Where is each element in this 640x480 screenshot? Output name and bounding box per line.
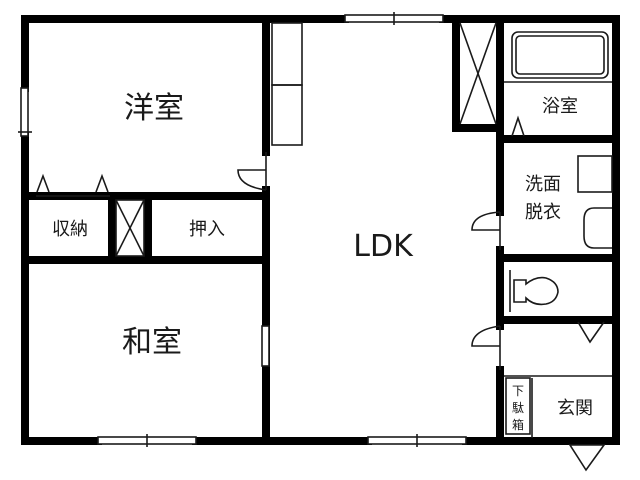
label-entrance: 玄関: [557, 398, 593, 419]
japanese-room-sliding-door: [261, 325, 270, 367]
bathroom-door-marker: [511, 115, 525, 137]
shoe-box: [505, 377, 531, 435]
storage-x-box: [115, 199, 145, 257]
washbasin-counter: [577, 155, 613, 193]
label-washroom-line1: 洗面: [525, 174, 561, 195]
label-western-room: 洋室: [124, 91, 184, 126]
kitchen-cabinet-lower: [271, 84, 303, 146]
bathtub: [511, 31, 609, 79]
label-closet: 押入: [189, 219, 225, 240]
room-labels: 洋室 収納 押入 和室 LDK 浴室 洗面 脱衣 玄関 下 駄 箱: [52, 91, 593, 432]
closet-door-marker-1: [36, 173, 50, 193]
label-storage: 収納: [52, 219, 88, 240]
label-washroom-line2: 脱衣: [525, 202, 561, 223]
shaft-cross-b: [459, 22, 497, 125]
label-japanese-room: 和室: [122, 325, 182, 360]
label-shoe-box-1: 下: [512, 384, 524, 398]
door-western-room: [237, 152, 267, 191]
door-hall: [471, 325, 501, 370]
window-western-room: [20, 87, 29, 137]
toilet: [513, 276, 559, 306]
closet-door-marker-2: [95, 173, 109, 193]
fixtures: [18, 12, 613, 472]
label-shoe-box-2: 駄: [512, 400, 524, 415]
storage-cross-b: [115, 199, 145, 257]
label-ldk: LDK: [353, 229, 414, 264]
entrance-door: [568, 444, 606, 472]
washing-machine: [583, 207, 612, 249]
label-bathroom: 浴室: [542, 96, 578, 117]
label-shoe-box-3: 箱: [512, 417, 524, 432]
door-washroom: [471, 211, 501, 250]
toilet-door-marker: [577, 321, 605, 344]
bathtub-inner: [515, 35, 605, 75]
